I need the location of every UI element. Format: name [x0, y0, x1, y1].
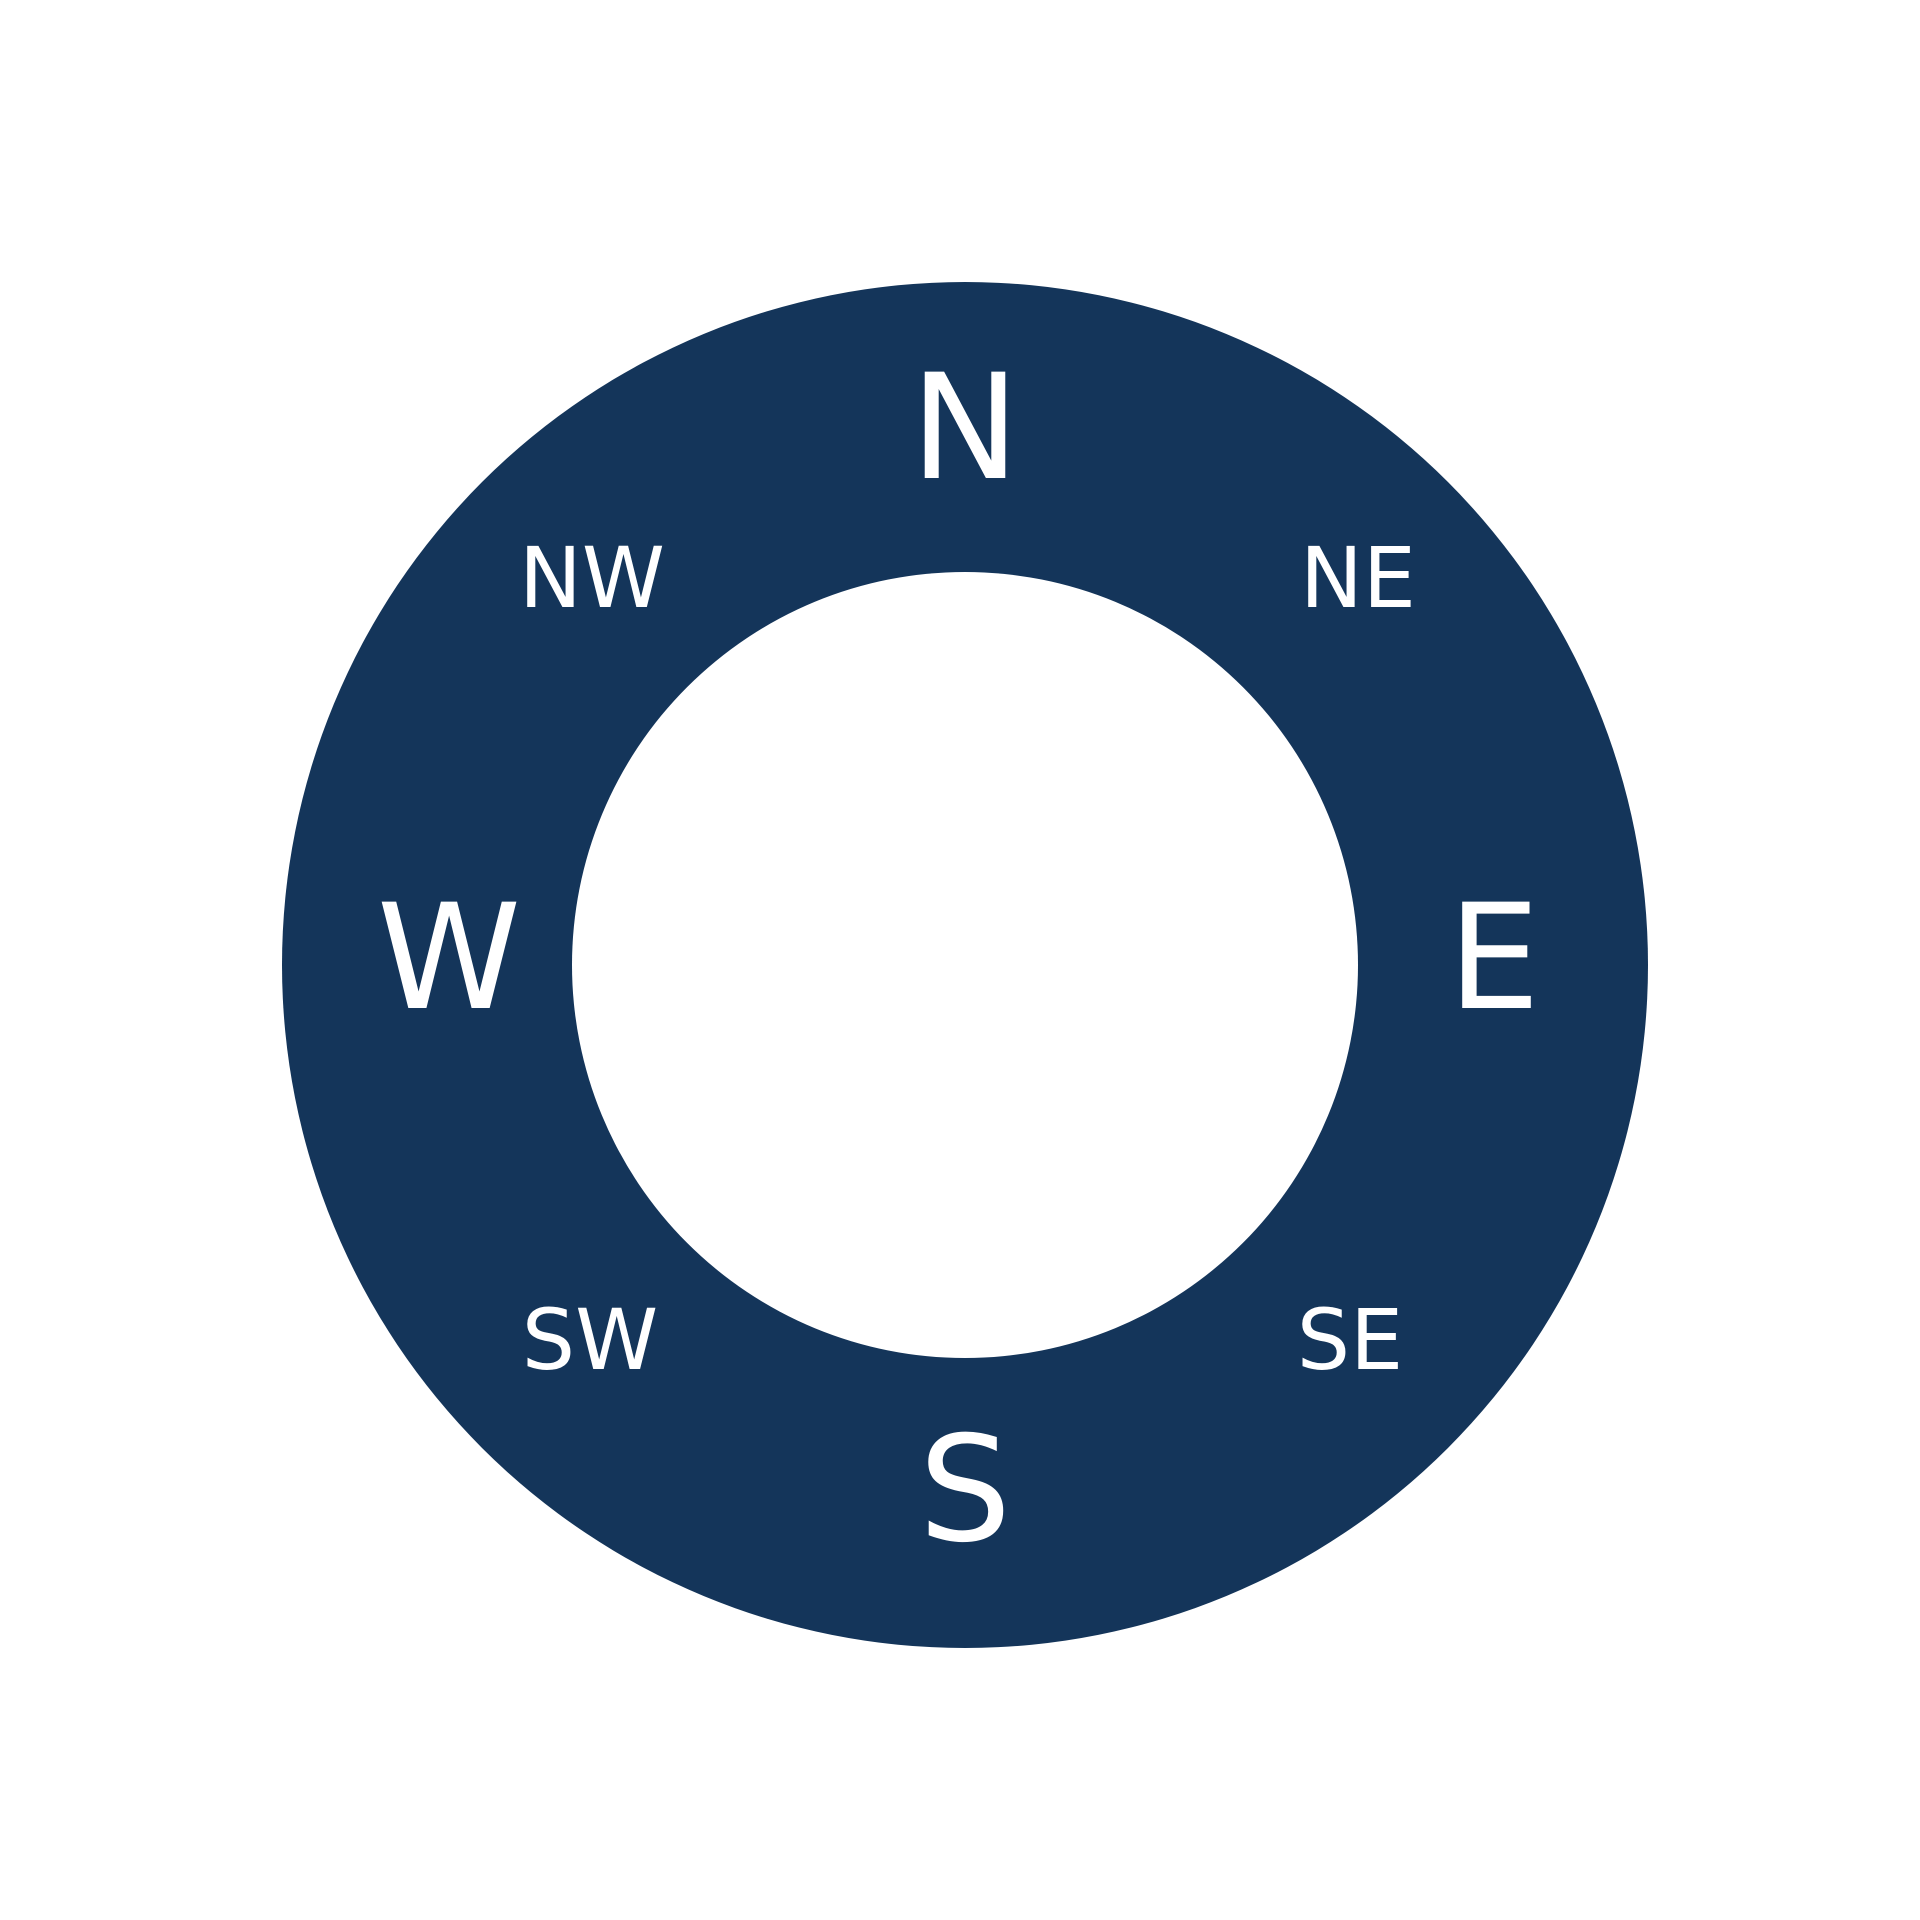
compass-center: [572, 572, 1358, 1358]
label-southwest: SW: [521, 1291, 659, 1389]
label-north: N: [910, 343, 1020, 513]
label-northwest: NW: [519, 529, 665, 627]
label-southeast: SE: [1296, 1291, 1404, 1389]
label-south: S: [918, 1405, 1012, 1575]
label-east: E: [1447, 873, 1541, 1043]
label-northeast: NE: [1300, 529, 1416, 627]
label-west: W: [376, 873, 522, 1043]
